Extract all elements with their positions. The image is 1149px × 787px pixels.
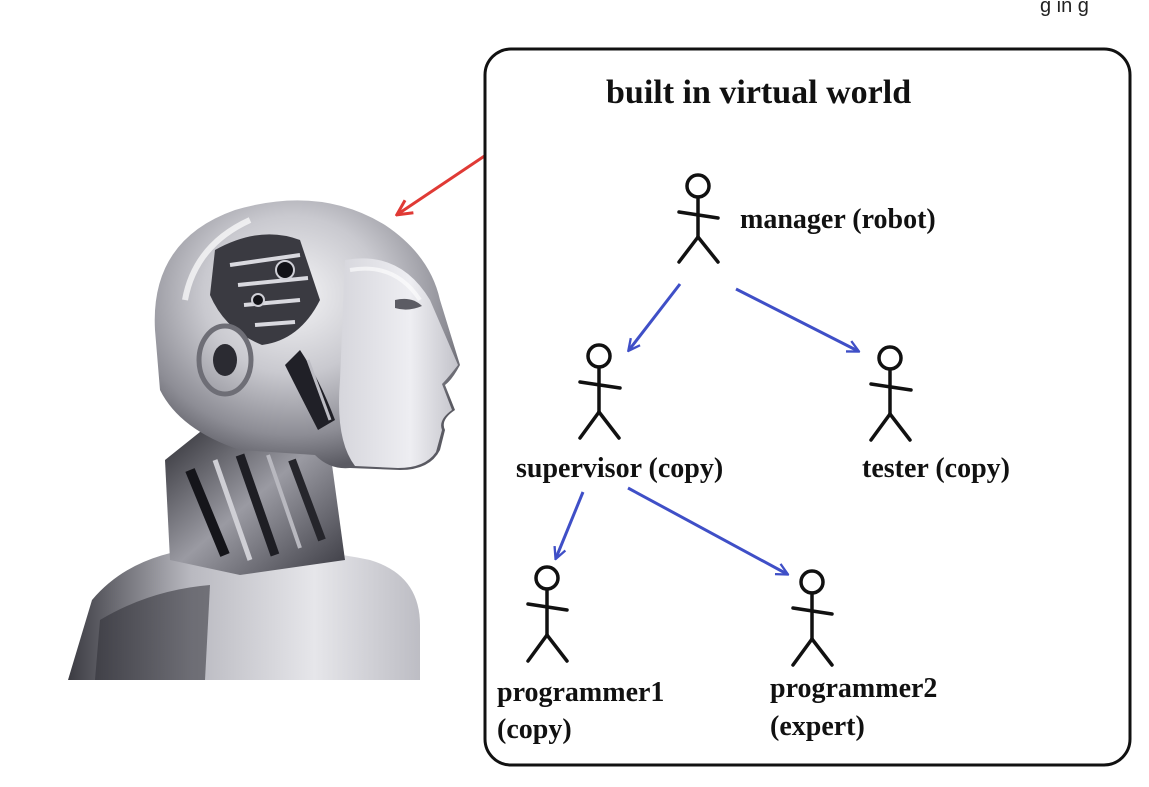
robot-head-illustration	[68, 200, 460, 680]
figure-programmer1	[526, 565, 569, 663]
label-supervisor: supervisor (copy)	[516, 453, 723, 484]
edge-supervisor-programmer1	[556, 491, 585, 558]
edge-manager-supervisor	[629, 283, 682, 350]
edge-supervisor-programmer2	[627, 486, 787, 574]
figure-programmer2	[791, 569, 834, 667]
label-programmer2-line1: programmer2	[770, 673, 937, 704]
edge-manager-tester	[735, 287, 858, 351]
diagram-title: built in virtual world	[606, 74, 911, 111]
figure-tester	[869, 345, 913, 442]
figure-manager	[677, 173, 720, 264]
figure-supervisor	[578, 343, 622, 440]
label-programmer1-line2: (copy)	[497, 714, 572, 745]
label-tester: tester (copy)	[862, 453, 1010, 484]
corner-snippet-text: g in g	[1040, 0, 1089, 17]
label-programmer2-line2: (expert)	[770, 711, 865, 742]
label-manager: manager (robot)	[740, 204, 936, 235]
label-programmer1-line1: programmer1	[497, 677, 664, 708]
virtual-world-frame	[483, 47, 1132, 767]
